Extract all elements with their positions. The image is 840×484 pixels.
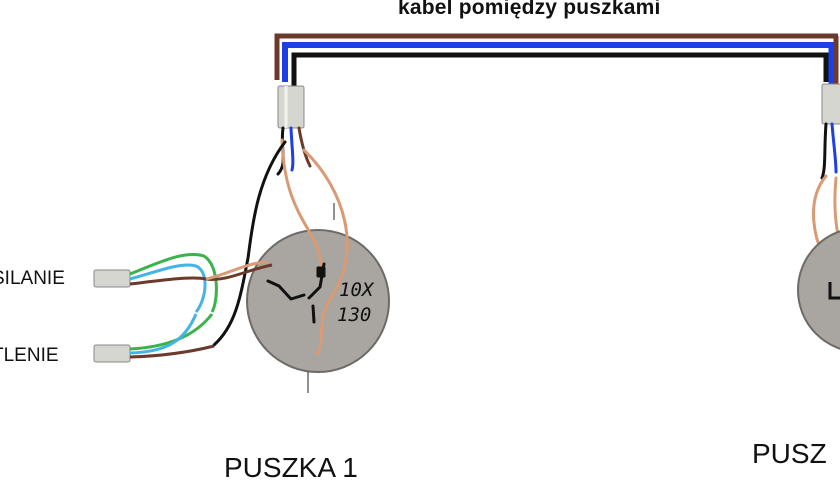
switch-contact-left: [266, 279, 306, 301]
cable-blue-wire: [282, 42, 838, 82]
box2-wire-black: [820, 122, 828, 180]
lighting-wire-brown: [129, 344, 215, 359]
inter-box-cable: [274, 33, 839, 86]
switch-contact-lower: [311, 304, 316, 324]
switch-terminal: [316, 266, 326, 278]
power-wire-copper: [205, 260, 269, 281]
box2-body: [797, 230, 840, 350]
box1-copper-to-switch: [302, 148, 349, 356]
box1-wire-brown-core: [297, 126, 312, 168]
cable-black-wire: [291, 52, 829, 86]
lighting-cable-sleeve: [93, 344, 131, 363]
box1-switch-rating: 10X: [339, 279, 375, 301]
box1-wire-blue-core: [289, 126, 295, 172]
power-input-label: SILANIE: [0, 268, 65, 289]
box1-switch-symbol: [266, 262, 326, 324]
lighting-wire-blue: [129, 313, 198, 355]
box2-label: PUSZ: [752, 438, 827, 469]
box2-top-cable-sleeve: [821, 83, 840, 125]
box1-label: PUSZKA 1: [224, 452, 358, 483]
box2-switch-symbol: [828, 282, 840, 300]
inter-box-cable-title: kabel pomiędzy puszkami: [398, 0, 661, 19]
cable-white-wire: [289, 49, 838, 84]
box1-top-cable-sleeve: [277, 85, 305, 129]
power-cable: [93, 252, 273, 313]
cable-brown-wire: [274, 33, 838, 80]
power-wire-blue: [129, 263, 207, 313]
box1-switch-code: 130: [337, 304, 371, 326]
power-wire-green: [129, 252, 218, 313]
lighting-input-label: TLENIE: [0, 345, 59, 366]
box2-wire-blue: [830, 122, 838, 174]
lighting-cable: [93, 313, 215, 363]
power-cable-sleeve: [93, 269, 131, 288]
box1-body: [246, 229, 390, 373]
box1-black-to-switch: [212, 140, 287, 347]
